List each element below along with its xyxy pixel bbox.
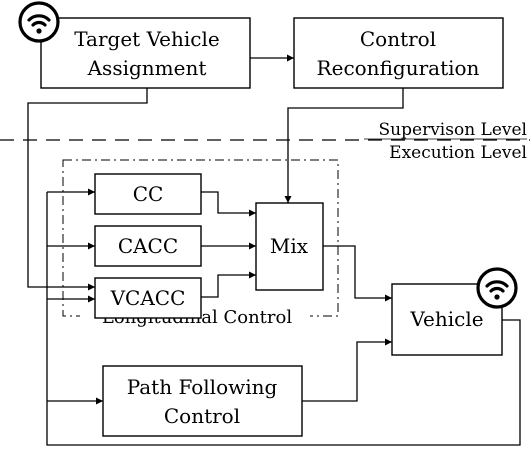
- vehicle-label: Vehicle: [409, 307, 483, 331]
- cc-to-mix-arrow: [201, 191, 256, 217]
- vehicle-feedback-line: [46, 192, 521, 446]
- control-reconfiguration-line1: Control: [360, 27, 436, 51]
- execution-level-label: Execution Level: [389, 143, 527, 163]
- mix-label: Mix: [270, 234, 309, 258]
- control-reconfiguration-block: Control Reconfiguration: [293, 17, 504, 89]
- vcacc-to-mix-arrow: [201, 271, 256, 298]
- path-following-control-block: Path Following Control: [102, 365, 303, 437]
- mix-to-vehicle-arrow: [323, 245, 392, 302]
- cacc-label: CACC: [118, 234, 178, 258]
- path-following-line1: Path Following: [127, 375, 278, 399]
- cc-label: CC: [133, 182, 164, 206]
- longitudinal-control-group: [62, 159, 339, 317]
- path-following-to-vehicle-arrow: [302, 338, 392, 402]
- reconfiguration-to-mix-arrow: [284, 88, 404, 203]
- path-following-line2: Control: [164, 404, 240, 428]
- wifi-icon: [476, 267, 518, 309]
- cacc-block: CACC: [94, 225, 202, 267]
- connections: [27, 54, 521, 446]
- vcacc-block: VCACC: [94, 277, 202, 319]
- vehicle-block: Vehicle: [391, 283, 503, 356]
- mix-block: Mix: [255, 202, 324, 291]
- target-vehicle-assignment-line2: Assignment: [87, 56, 207, 80]
- assignment-to-vcacc-arrow: [27, 88, 148, 291]
- target-vehicle-assignment-line1: Target Vehicle: [74, 27, 219, 51]
- control-reconfiguration-line2: Reconfiguration: [317, 56, 480, 80]
- cc-block: CC: [94, 173, 202, 215]
- target-vehicle-assignment-block: Target Vehicle Assignment: [40, 17, 251, 89]
- wifi-icon: [18, 1, 60, 43]
- supervision-level-label: Supervison Level: [379, 120, 527, 140]
- vcacc-label: VCACC: [110, 286, 186, 310]
